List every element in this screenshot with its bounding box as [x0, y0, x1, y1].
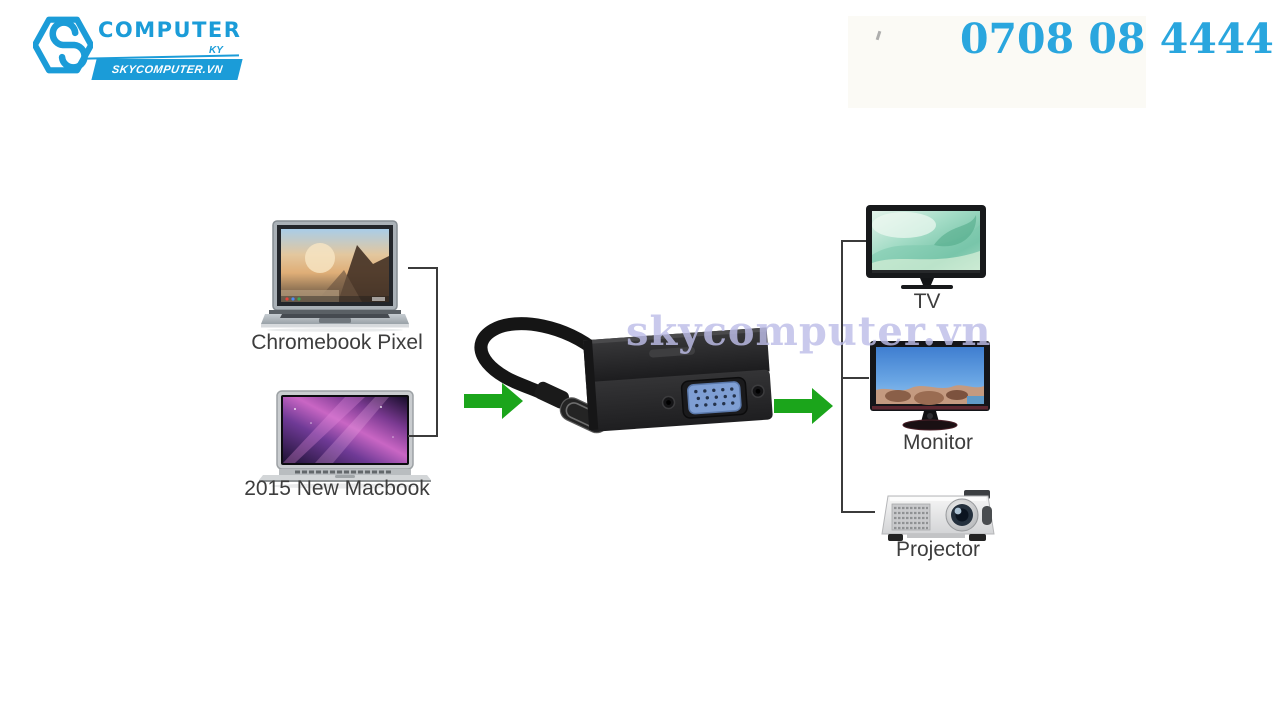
logo-banner-text: SKYCOMPUTER.VN [110, 63, 224, 76]
hexagon-s-icon [33, 16, 93, 74]
chromebook-pixel-label: Chromebook Pixel [251, 331, 423, 354]
tv-label: TV [913, 290, 941, 313]
background-patch [848, 16, 1146, 108]
phone-number: 0708 08 4444 [960, 15, 1274, 63]
projector-label: Projector [895, 538, 981, 561]
logo-banner: SKYCOMPUTER.VN [91, 59, 243, 80]
outputs-bracket-vertical [841, 240, 843, 513]
monitor-label: Monitor [902, 431, 974, 454]
arrow-right-icon [464, 383, 523, 419]
adapter-body [583, 327, 773, 432]
usb-c-to-vga-adapter-image [474, 317, 773, 434]
macbook-image [259, 390, 431, 489]
chromebook-pixel-image [261, 220, 409, 332]
monitor-image [870, 341, 990, 431]
logo-title: COMPUTER [98, 18, 242, 42]
adapter-cable [474, 317, 604, 404]
tv-image [866, 205, 986, 289]
watermark-text: skycomputer.vn [626, 308, 992, 355]
macbook-label: 2015 New Macbook [244, 477, 430, 500]
projector-image [881, 490, 995, 541]
vga-port [661, 376, 765, 419]
logo-subtitle: KY [209, 45, 223, 56]
adapter-brand-mark [649, 346, 696, 358]
arrow-right-icon [774, 388, 833, 424]
outputs-bracket-stub-monitor [841, 377, 869, 379]
sources-bracket [408, 267, 438, 437]
outputs-bracket-stub-tv [841, 240, 869, 242]
outputs-bracket-stub-projector [841, 511, 875, 513]
brand-logo: COMPUTER KY SKYCOMPUTER.VN [26, 12, 246, 86]
